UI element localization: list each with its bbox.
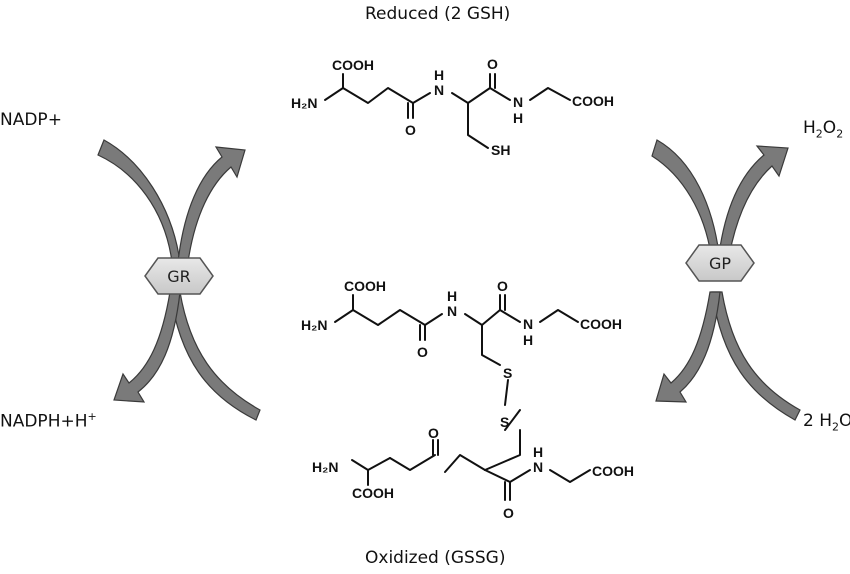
gr-arrows bbox=[97, 139, 261, 421]
gssg-n-2: N bbox=[523, 316, 533, 332]
gssg-h-3: H bbox=[533, 444, 543, 460]
gsh-o-1: O bbox=[405, 122, 416, 138]
gssg-cooh-3: COOH bbox=[352, 485, 394, 501]
gssg-cooh-4: COOH bbox=[592, 463, 634, 479]
nadph-superscript: + bbox=[87, 410, 97, 423]
gsh-n-2: N bbox=[513, 94, 523, 110]
gsh-o-2: O bbox=[487, 56, 498, 72]
gsh-h2n: H₂N bbox=[291, 95, 317, 111]
oxidized-label: Oxidized (GSSG) bbox=[365, 548, 506, 568]
gsh-h-1: H bbox=[434, 67, 444, 83]
water-o: O bbox=[839, 411, 850, 431]
gssg-cooh-2: COOH bbox=[580, 316, 622, 332]
water-sub: 2 bbox=[832, 420, 840, 434]
gssg-s-2: S bbox=[500, 414, 509, 430]
nadph-label: NADPH+H+ bbox=[0, 410, 97, 432]
gssg-o-4: O bbox=[503, 505, 514, 521]
water-h: 2 H bbox=[803, 411, 833, 431]
gp-enzyme: GP bbox=[685, 244, 755, 282]
gr-arrow-tail-lower bbox=[169, 291, 261, 421]
gssg-s-1: S bbox=[503, 365, 512, 381]
gp-arrow-tail-upper bbox=[651, 139, 721, 263]
gr-arrow-head-lower bbox=[113, 291, 181, 403]
gssg-n-1: N bbox=[447, 303, 457, 319]
reduced-label: Reduced (2 GSH) bbox=[365, 4, 511, 24]
gr-enzyme: GR bbox=[144, 257, 214, 295]
gssg-o-2: O bbox=[497, 278, 508, 294]
gsh-cooh-1: COOH bbox=[332, 57, 374, 73]
gssg-h2n-2: H₂N bbox=[312, 459, 338, 475]
gssg-h2n-1: H₂N bbox=[301, 317, 327, 333]
gr-arrow-head-upper bbox=[177, 146, 246, 263]
gp-label: GP bbox=[709, 254, 731, 273]
gssg-cooh-1: COOH bbox=[344, 278, 386, 294]
gp-arrow-tail-lower bbox=[711, 291, 801, 421]
gssg-h-1: H bbox=[447, 288, 457, 304]
gssg-structure: COOH H₂N O N H O N H COOH S S O H₂N COOH… bbox=[301, 278, 634, 521]
h2o2-label: H2O2 bbox=[803, 118, 843, 140]
gr-arrow-tail-upper bbox=[97, 139, 181, 263]
gp-arrow-head-lower bbox=[655, 291, 721, 403]
gsh-h-2: H bbox=[513, 110, 523, 126]
gsh-cooh-2: COOH bbox=[572, 93, 614, 109]
nadp-label: NADP+ bbox=[0, 110, 62, 130]
gr-label: GR bbox=[167, 267, 191, 286]
gsh-n-1: N bbox=[434, 82, 444, 98]
gsh-sh: SH bbox=[491, 142, 510, 158]
nadph-text: NADPH+H bbox=[0, 411, 88, 432]
h2o2-sub1: 2 bbox=[815, 127, 823, 141]
gssg-h-2: H bbox=[523, 332, 533, 348]
h2o2-o: O bbox=[822, 118, 837, 138]
gsh-structure: COOH H₂N O N H O N H COOH SH bbox=[291, 56, 614, 158]
h2o2-sub2: 2 bbox=[836, 127, 844, 141]
h2o2-h: H bbox=[803, 118, 816, 138]
water-label: 2 H2O bbox=[803, 411, 850, 433]
gssg-o-3: O bbox=[428, 425, 439, 441]
gssg-o-1: O bbox=[417, 344, 428, 360]
gssg-n-3: N bbox=[533, 459, 543, 475]
